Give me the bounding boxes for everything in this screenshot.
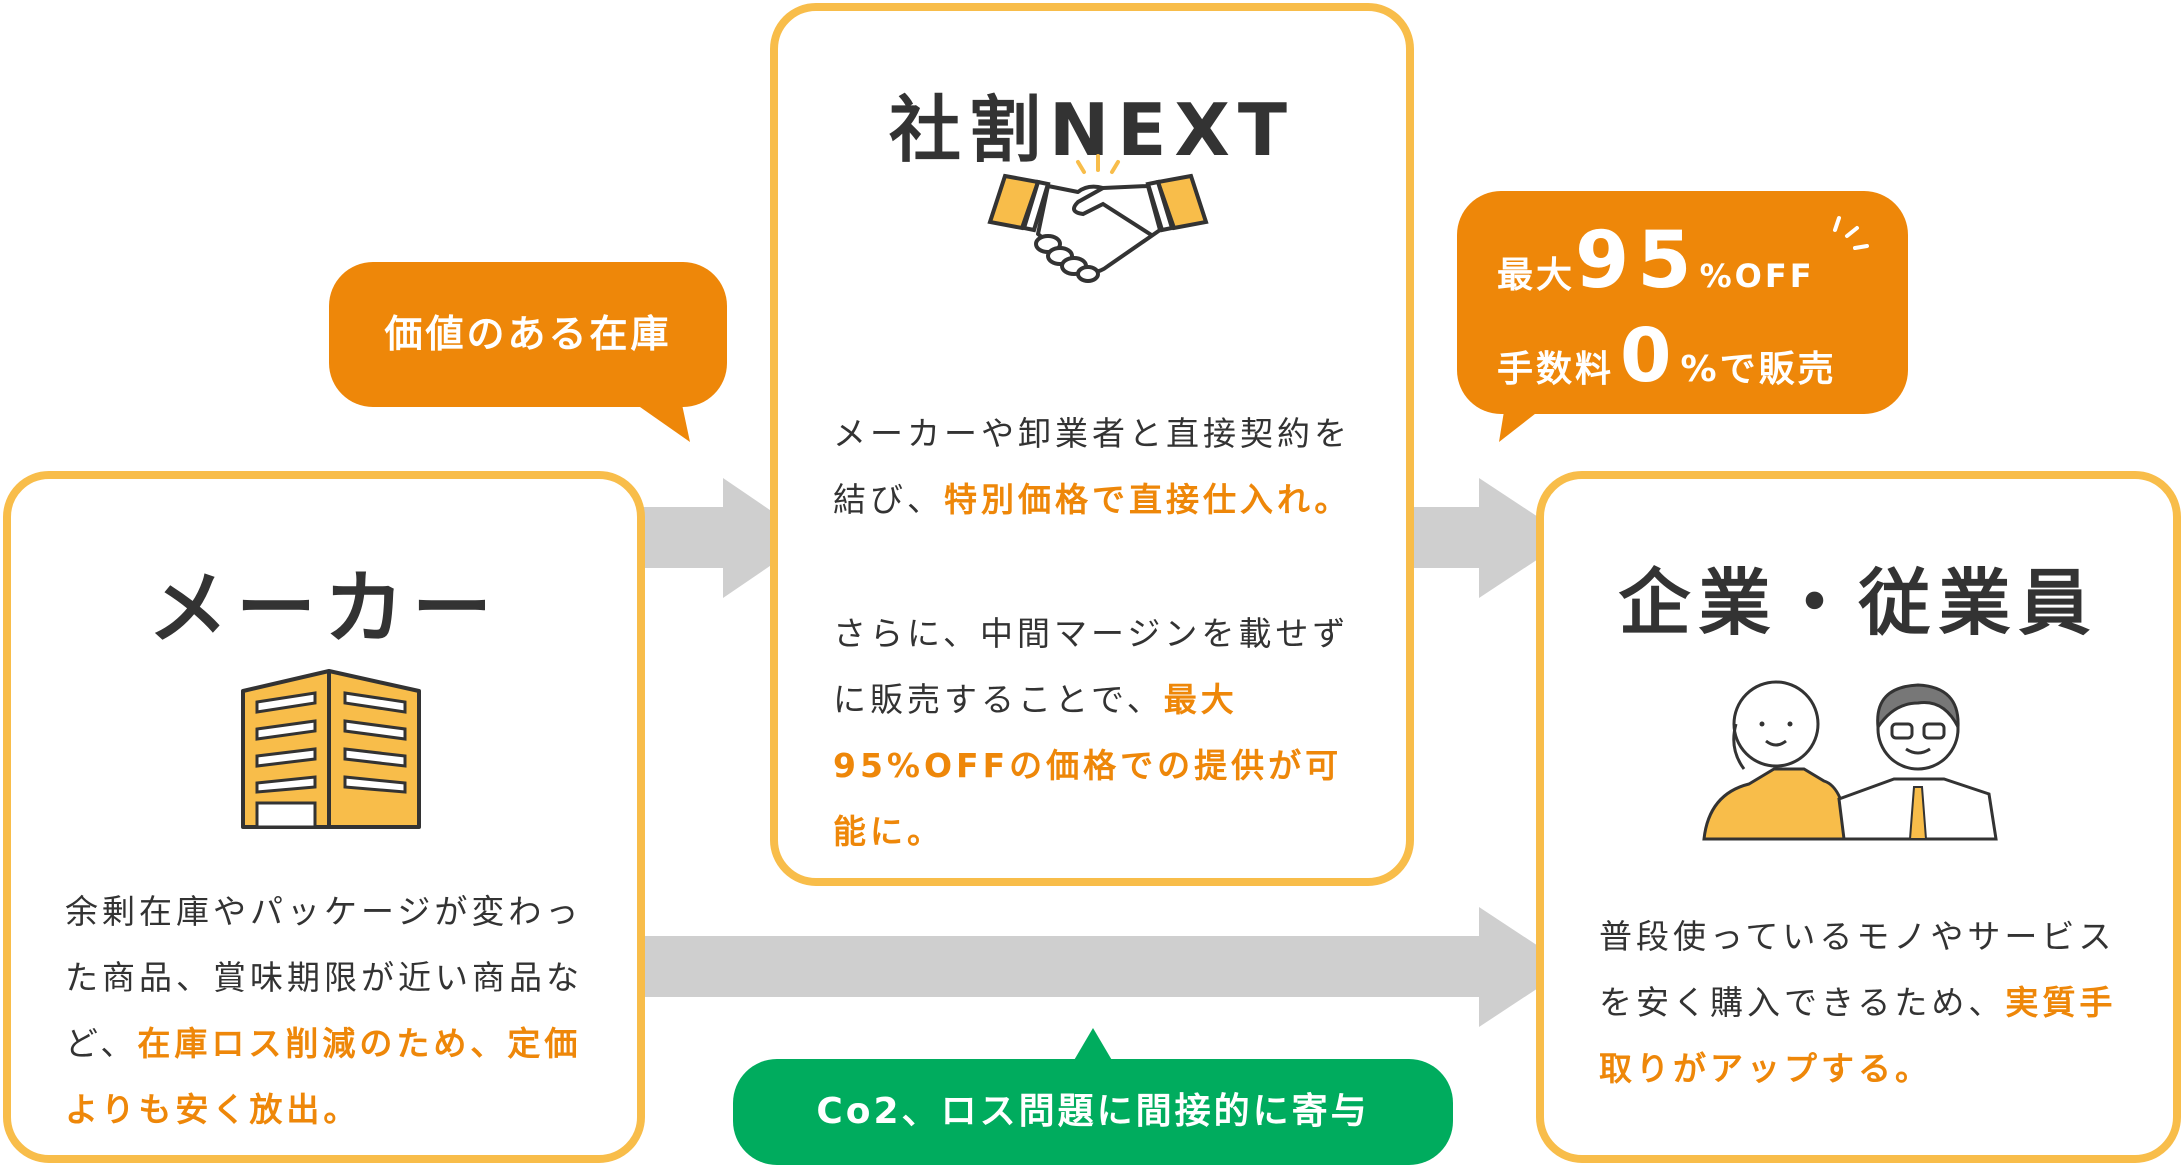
maker-card: メーカー 余剰在庫やパッケージが変わった商品、賞味期限が近い商品など、在庫ロス削…: [3, 471, 645, 1163]
value-stock-bubble: 価値のある在庫: [329, 262, 727, 407]
building-icon: [241, 669, 421, 829]
company-title: 企業・従業員: [1618, 561, 2099, 645]
co2-label: Co2、ロス問題に間接的に寄与: [816, 1091, 1370, 1132]
handshake-icon: [987, 154, 1209, 283]
fee-prefix: 手数料: [1497, 349, 1615, 390]
company-card: 企業・従業員 普段使っているモノやサービスを安く購入できるため、実質手取りがアッ…: [1536, 471, 2181, 1163]
sparkle-icon: [1833, 216, 1869, 250]
platform-title: 社割NEXT: [888, 88, 1296, 172]
employees-illustration-icon: [1702, 680, 1998, 841]
company-highlight: 実質手取りがアップする。: [1599, 983, 2117, 1088]
maker-text: 余剰在庫やパッケージが変わった商品、賞味期限が近い商品など、: [65, 892, 583, 1063]
value-stock-label: 価値のある在庫: [384, 312, 672, 356]
maker-title: メーカー: [148, 562, 500, 655]
fee-suffix: %で販売: [1680, 349, 1837, 390]
platform-card: 社割NEXT メーカーや卸業者と直接契約を結び、特別価格で直接仕入れ。 さらに、…: [770, 3, 1414, 886]
co2-bubble: Co2、ロス問題に間接的に寄与: [733, 1059, 1453, 1165]
discount-number: 95: [1575, 216, 1700, 306]
platform-p1-text: メーカーや卸業者と直接契約を結び、: [833, 414, 1351, 519]
company-text: 普段使っているモノやサービスを安く購入できるため、: [1599, 917, 2116, 1022]
platform-p1-highlight: 特別価格で直接仕入れ。: [944, 480, 1352, 519]
platform-paragraph-2: さらに、中間マージンを載せずに販売することで、最大95%OFFの価格での提供が可…: [833, 601, 1373, 865]
maker-description: 余剰在庫やパッケージが変わった商品、賞味期限が近い商品など、在庫ロス削減のため、…: [65, 879, 605, 1143]
platform-p2-text: さらに、中間マージンを載せずに販売することで、: [833, 614, 1350, 719]
platform-paragraph-1: メーカーや卸業者と直接契約を結び、特別価格で直接仕入れ。: [833, 401, 1373, 533]
fee-number: 0: [1620, 313, 1675, 399]
discount-bubble: 最大95%OFF 手数料0%で販売: [1457, 191, 1908, 414]
fee-line: 手数料0%で販売: [1497, 316, 1908, 410]
platform-p2-highlight: 最大95%OFFの価格での提供が可能に。: [833, 680, 1343, 851]
discount-prefix: 最大: [1497, 255, 1576, 296]
discount-line: 最大95%OFF: [1497, 221, 1908, 316]
maker-highlight: 在庫ロス削減のため、定価よりも安く放出。: [65, 1024, 582, 1129]
company-description: 普段使っているモノやサービスを安く購入できるため、実質手取りがアップする。: [1599, 904, 2149, 1102]
discount-suffix: %OFF: [1699, 257, 1815, 295]
